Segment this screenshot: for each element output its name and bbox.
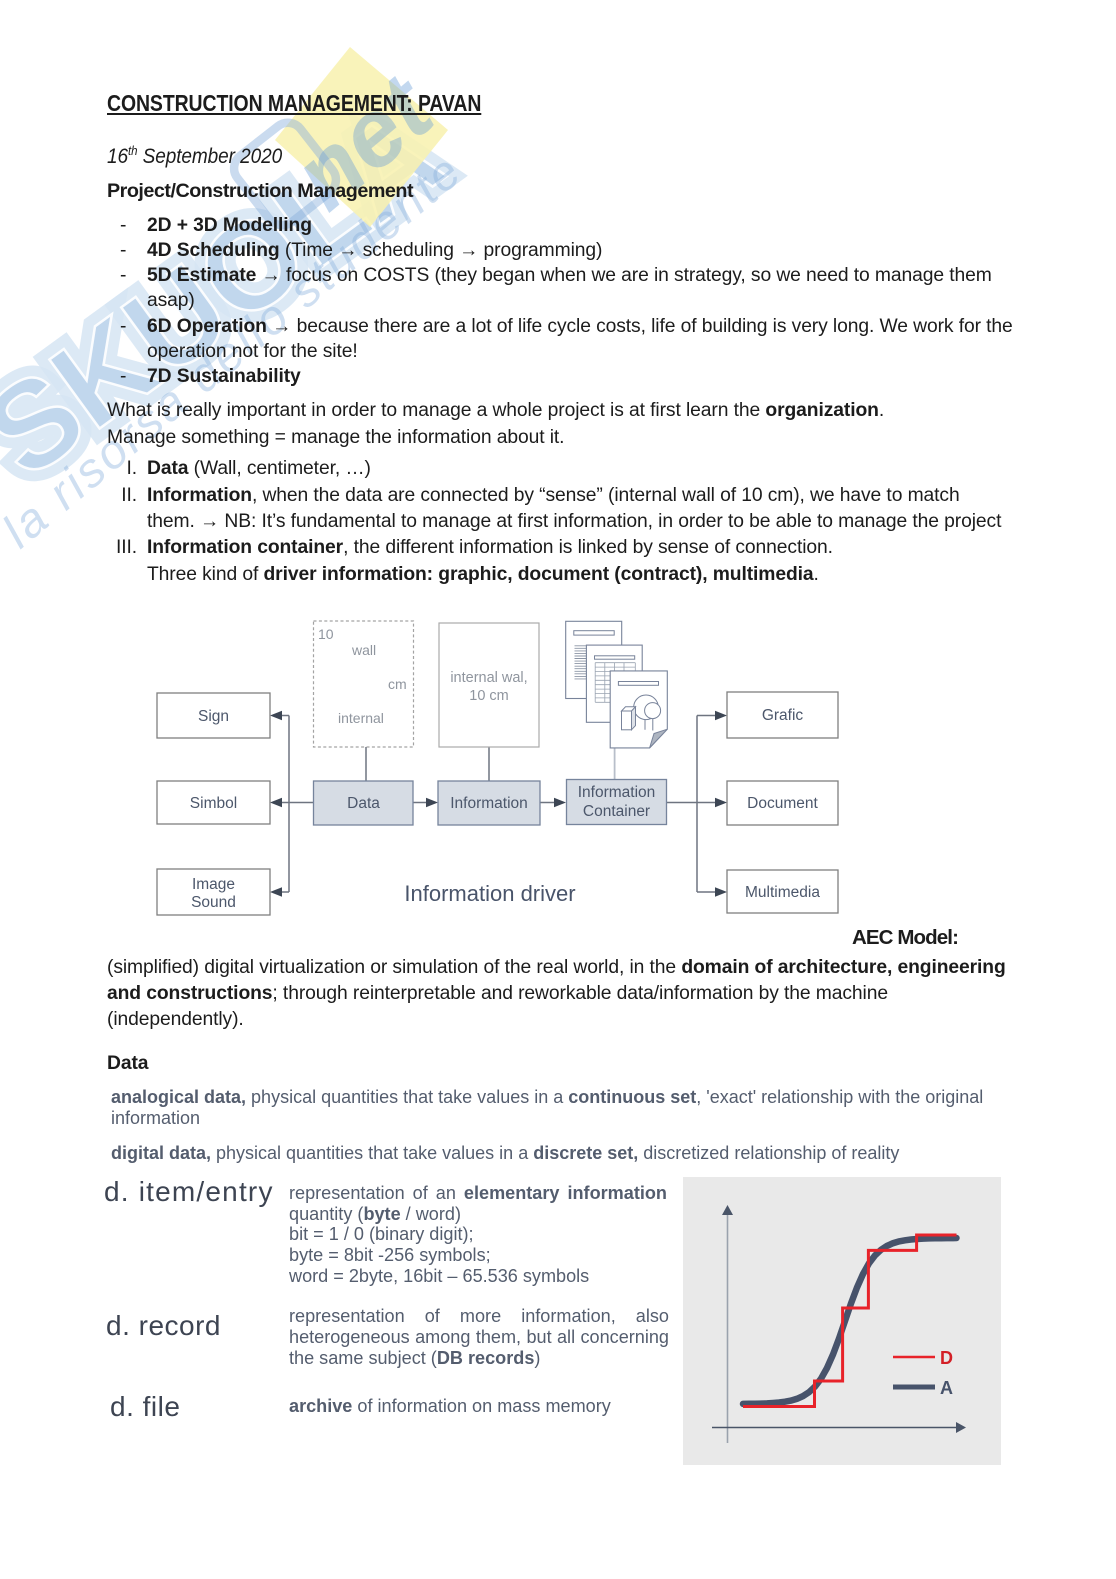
svg-text:cm: cm <box>388 676 407 692</box>
svg-text:10: 10 <box>318 626 334 642</box>
svg-text:Data: Data <box>347 795 380 812</box>
svg-text:10 cm: 10 cm <box>469 688 509 704</box>
svg-text:Container: Container <box>583 803 650 820</box>
svg-text:Sound: Sound <box>191 894 236 911</box>
svg-text:Simbol: Simbol <box>190 795 237 812</box>
svg-text:internal wal,: internal wal, <box>450 670 527 686</box>
svg-text:Image: Image <box>192 876 235 893</box>
svg-text:internal: internal <box>338 710 384 726</box>
svg-text:Sign: Sign <box>198 708 229 725</box>
svg-text:Grafic: Grafic <box>762 707 804 724</box>
svg-text:Information: Information <box>578 784 656 801</box>
svg-text:Multimedia: Multimedia <box>745 884 820 901</box>
svg-text:Information driver: Information driver <box>404 881 575 906</box>
svg-text:A: A <box>940 1378 953 1398</box>
svg-text:Document: Document <box>747 795 818 812</box>
svg-text:D: D <box>940 1348 953 1368</box>
svg-text:wall: wall <box>351 642 376 658</box>
svg-text:Information: Information <box>450 795 528 812</box>
